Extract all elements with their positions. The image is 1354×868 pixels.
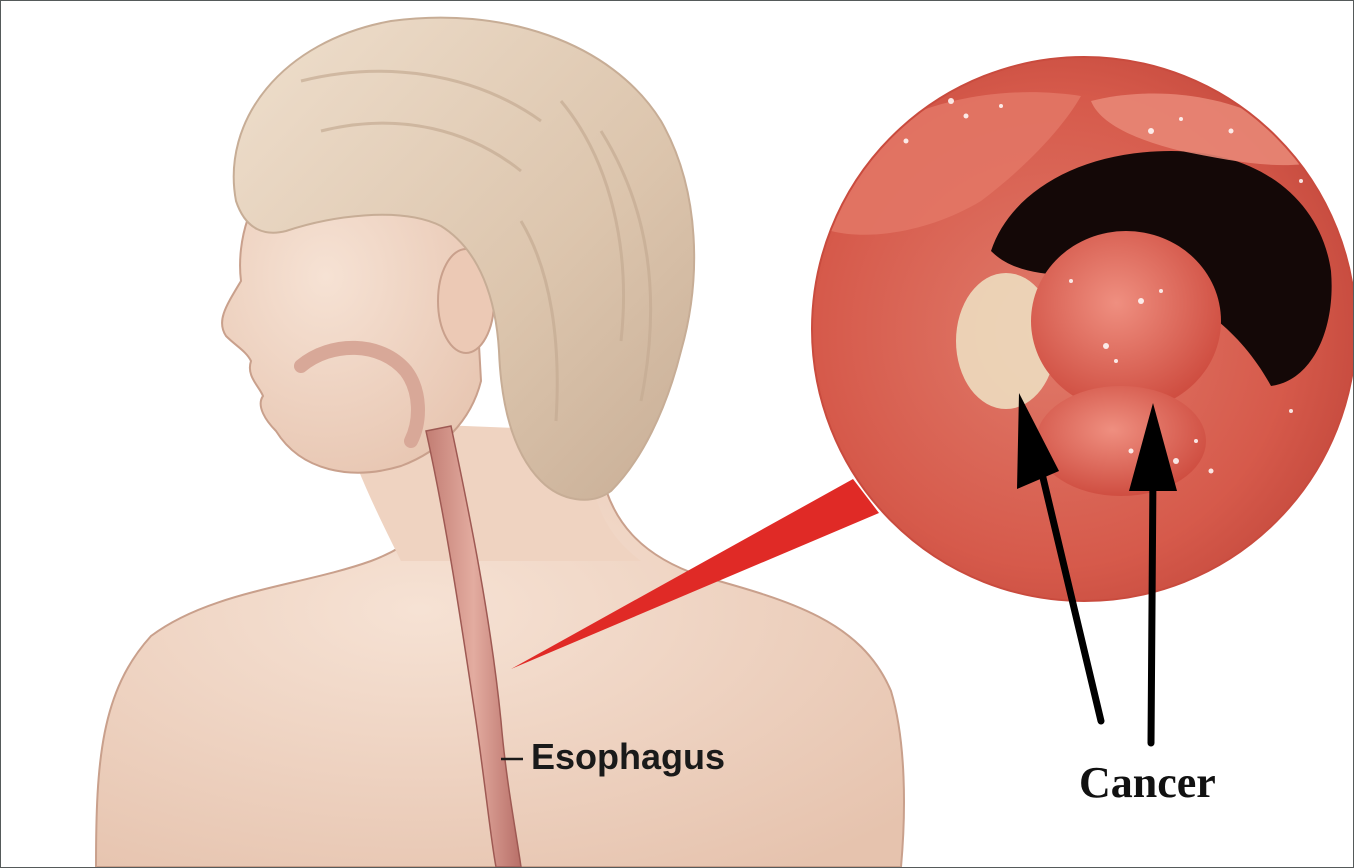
tumor-mass-upper [1031,231,1221,411]
esophagus-label: Esophagus [531,736,725,778]
arrow-right-shaft [1151,471,1153,743]
tumor-mass-lower [1036,386,1206,496]
cancer-label: Cancer [1079,757,1216,808]
